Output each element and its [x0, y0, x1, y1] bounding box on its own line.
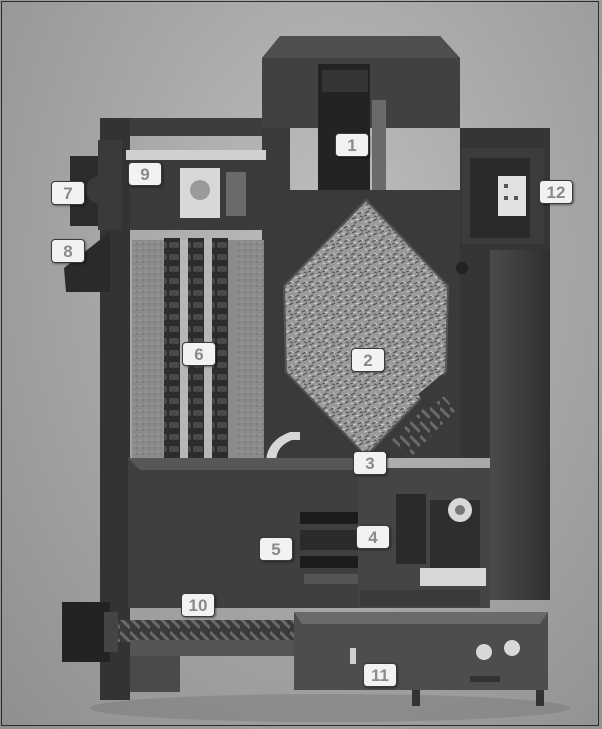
- callout-12: 12: [539, 180, 573, 204]
- callout-11: 11: [363, 663, 397, 687]
- callout-5: 5: [259, 537, 293, 561]
- callout-6: 6: [182, 342, 216, 366]
- callout-3: 3: [353, 451, 387, 475]
- callout-2: 2: [351, 348, 385, 372]
- callout-1: 1: [335, 133, 369, 157]
- callout-9: 9: [128, 162, 162, 186]
- callout-4: 4: [356, 525, 390, 549]
- callout-7: 7: [51, 181, 85, 205]
- callout-8: 8: [51, 239, 85, 263]
- callout-10: 10: [181, 593, 215, 617]
